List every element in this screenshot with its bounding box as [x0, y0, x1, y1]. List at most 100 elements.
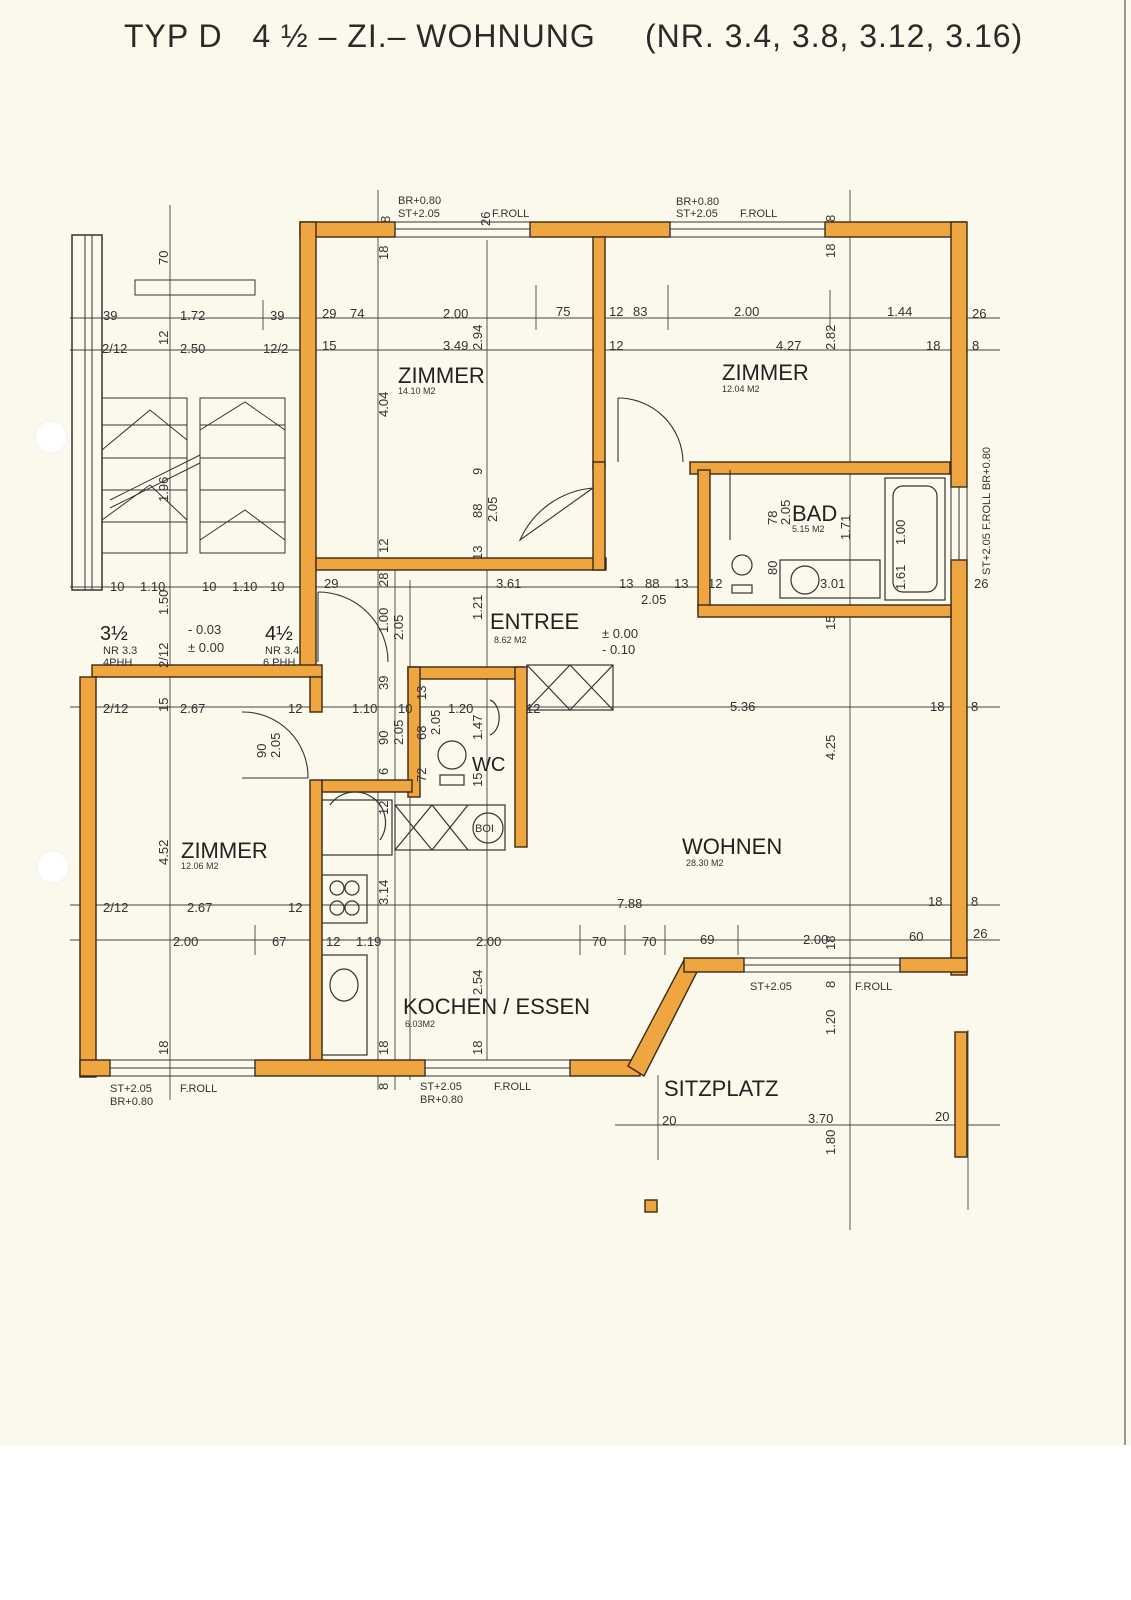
dim-label: 15 — [156, 698, 171, 712]
dimension-labels: 39 1.72 39 2/12 2.50 12/2 29 74 2.00 75 … — [102, 304, 988, 1128]
dimension-lines — [70, 190, 1000, 1230]
dim-label: 2.82 — [823, 325, 838, 350]
note-window-bottom-left-3: BR+0.80 — [110, 1096, 153, 1108]
room-sitzplatz: SITZPLATZ — [664, 1076, 779, 1101]
dim-label: 18 — [823, 936, 838, 950]
dim-label: 2.67 — [187, 900, 212, 915]
dim-label: 1.80 — [823, 1130, 838, 1155]
note-window-bottom-left-1: ST+2.05 — [110, 1083, 152, 1095]
room-kochen-essen-area: 6.03M2 — [405, 1019, 435, 1029]
stair-landing-labels: 3½ NR 3.3 4PHH 4½ NR 3.4 6 PHH - 0.03 ± … — [100, 622, 638, 669]
dim-label: 8 — [376, 1083, 391, 1090]
dim-label: 2.00 — [803, 932, 828, 947]
room-zimmer-2-area: 12.04 M2 — [722, 384, 760, 394]
dim-label: 2.05 — [391, 615, 406, 640]
dim-label: 4.52 — [156, 840, 171, 865]
dim-label: 1.19 — [356, 934, 381, 949]
dim-label: 90 — [376, 731, 391, 745]
dim-label: 78 — [765, 511, 780, 525]
room-wohnen: WOHNEN — [682, 834, 782, 859]
dim-label: 1.21 — [470, 595, 485, 620]
dim-label: 1.61 — [893, 565, 908, 590]
dim-label: 2.00 — [476, 934, 501, 949]
unit-right-nr: NR 3.4 — [265, 645, 299, 657]
dim-label: 29 — [324, 576, 338, 591]
dim-label: 10 — [398, 701, 412, 716]
room-bad: BAD — [792, 501, 837, 526]
plan-title: TYP D 4 ½ – ZI.– WOHNUNG — [124, 18, 596, 54]
plan-sheet — [0, 0, 1131, 1445]
dim-label: 15 — [470, 773, 485, 787]
dim-label: 3.01 — [820, 576, 845, 591]
doors — [241, 397, 731, 779]
unit-right-type: 6 PHH — [263, 657, 295, 669]
dim-label: 1.10 — [232, 579, 257, 594]
room-wohnen-area: 28.30 M2 — [686, 858, 724, 868]
dim-label: 2.05 — [391, 720, 406, 745]
dim-label: 2/12 — [102, 341, 127, 356]
level-stair-b: ± 0.00 — [188, 640, 224, 655]
dim-label: 2.94 — [470, 325, 485, 350]
dim-label: 26 — [974, 576, 988, 591]
level-entree-a: ± 0.00 — [602, 626, 638, 641]
dim-label: 5.36 — [730, 699, 755, 714]
dim-label: 7.88 — [617, 896, 642, 911]
note-window-sitz-1: ST+2.05 — [750, 981, 792, 993]
dim-label: 10 — [270, 579, 284, 594]
note-window-top-right-2: ST+2.05 — [676, 208, 718, 220]
dim-label: 20 — [935, 1109, 949, 1124]
punch-hole-bottom — [36, 850, 70, 884]
dim-label: 13 — [470, 546, 485, 560]
dim-label: 39 — [270, 308, 284, 323]
dim-label: 1.20 — [448, 701, 473, 716]
dim-label: 10 — [110, 579, 124, 594]
dim-label: 12 — [288, 701, 302, 716]
dim-label: 12 — [326, 934, 340, 949]
dim-label: 1.72 — [180, 308, 205, 323]
punch-hole-top — [34, 420, 68, 454]
dim-label: 13 — [674, 576, 688, 591]
dim-label: 13 — [619, 576, 633, 591]
dim-label: 1.00 — [376, 608, 391, 633]
dim-label: 26 — [972, 306, 986, 321]
stairwell — [71, 234, 286, 591]
room-zimmer-1-area: 14.10 M2 — [398, 386, 436, 396]
note-window-top-left-1: BR+0.80 — [398, 195, 441, 207]
dim-label: 29 — [322, 306, 336, 321]
note-window-bottom-mid-3: BR+0.80 — [420, 1094, 463, 1106]
room-entree-area: 8.62 M2 — [494, 635, 527, 645]
dim-label: 12 — [376, 801, 391, 815]
dim-label: 39 — [103, 308, 117, 323]
note-window-right: ST+2.05 F.ROLL BR+0.80 — [981, 447, 993, 575]
dim-label: 2.05 — [428, 710, 443, 735]
window-notes: BR+0.80 ST+2.05 F.ROLL BR+0.80 ST+2.05 F… — [110, 195, 993, 1108]
dim-label: 4.27 — [776, 338, 801, 353]
dim-label: 60 — [909, 929, 923, 944]
dim-label: 20 — [662, 1113, 676, 1128]
dim-label: 12 — [609, 338, 623, 353]
dim-label: 2/12 — [103, 900, 128, 915]
note-window-top-left-2: ST+2.05 — [398, 208, 440, 220]
dim-label: 10 — [202, 579, 216, 594]
dim-label: 2/12 — [156, 643, 171, 668]
dim-label: 2/12 — [103, 701, 128, 716]
dim-label: 2.00 — [173, 934, 198, 949]
dim-label: 8 — [823, 215, 838, 222]
note-window-bottom-mid-2: F.ROLL — [494, 1081, 531, 1093]
note-window-bottom-mid-1: ST+2.05 — [420, 1081, 462, 1093]
dim-label: 2.00 — [734, 304, 759, 319]
dim-label: 12/2 — [263, 341, 288, 356]
room-zimmer-3-area: 12.06 M2 — [181, 861, 219, 871]
dim-label: 2.50 — [180, 341, 205, 356]
room-kochen-essen: KOCHEN / ESSEN — [403, 994, 590, 1019]
dim-label: 70 — [592, 934, 606, 949]
room-labels: ZIMMER 14.10 M2 ZIMMER 12.04 M2 BAD 5.15… — [181, 360, 837, 1101]
fixtures — [321, 477, 946, 1056]
scan-margin — [0, 1445, 1131, 1600]
dim-label: 26 — [478, 212, 493, 226]
floor-plan: ZIMMER 14.10 M2 ZIMMER 12.04 M2 BAD 5.15… — [70, 0, 1126, 1445]
dim-label: 13 — [414, 686, 429, 700]
unit-numbers: (NR. 3.4, 3.8, 3.12, 3.16) — [645, 18, 1024, 54]
dim-label: 28 — [376, 573, 391, 587]
dim-label: 18 — [930, 699, 944, 714]
